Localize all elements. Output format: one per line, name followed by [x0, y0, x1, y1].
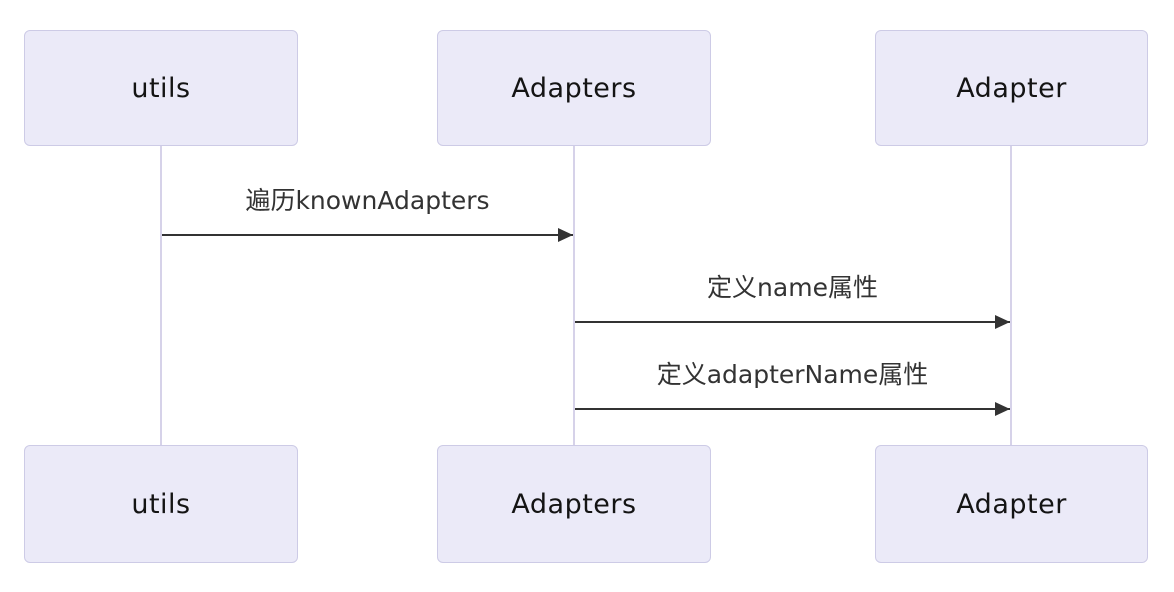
actor-label: Adapter [956, 72, 1067, 104]
actor-label: utils [131, 72, 191, 104]
actor-label: Adapter [956, 488, 1067, 520]
actor-bottom-utils: utils [24, 445, 298, 563]
actor-top-adapters: Adapters [437, 30, 711, 146]
message-label: 遍历knownAdapters [245, 186, 490, 215]
message-arrow-line [575, 402, 1010, 416]
message-label: 定义adapterName属性 [656, 360, 929, 389]
message-arrow-line [575, 315, 1010, 329]
message-arrow-line [162, 228, 573, 242]
actor-bottom-adapters: Adapters [437, 445, 711, 563]
lifeline-utils [160, 146, 162, 445]
lifeline-adapter [1010, 146, 1012, 445]
actor-bottom-adapter: Adapter [875, 445, 1148, 563]
arrowhead-right-icon [995, 315, 1010, 329]
arrowhead-right-icon [558, 228, 573, 242]
arrowhead-right-icon [995, 402, 1010, 416]
actor-top-adapter: Adapter [875, 30, 1148, 146]
message-label: 定义name属性 [707, 273, 878, 302]
actor-label: Adapters [511, 488, 637, 520]
message-define-name: 定义name属性 [575, 273, 1010, 329]
message-define-adaptername: 定义adapterName属性 [575, 360, 1010, 416]
lifeline-adapters [573, 146, 575, 445]
actor-label: utils [131, 488, 191, 520]
actor-label: Adapters [511, 72, 637, 104]
actor-top-utils: utils [24, 30, 298, 146]
message-iterate-knownadapters: 遍历knownAdapters [162, 186, 573, 242]
